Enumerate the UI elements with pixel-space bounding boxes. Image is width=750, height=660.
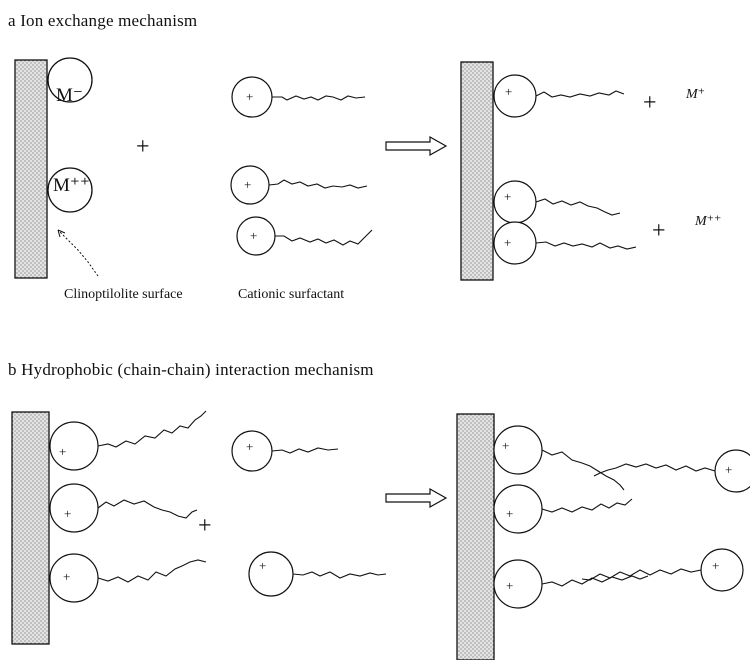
surfactant-head-charge: + [259, 558, 266, 573]
clinoptilolite-surface-right-b [456, 413, 495, 660]
label-clinoptilolite-surface: Clinoptilolite surface [64, 287, 183, 302]
ion-m-minus-label: M⁻ [56, 85, 83, 106]
surfactant-head-charge: + [63, 569, 70, 584]
surfactant-head-charge: + [506, 578, 513, 593]
surfactant-head-charge: + [64, 506, 71, 521]
surfactant-tail [292, 571, 387, 579]
surface-pointer [57, 229, 99, 277]
surfactant-tail [541, 575, 649, 587]
surfactant-b-free-1: + [231, 430, 339, 472]
clinoptilolite-surface-left-b [11, 411, 50, 645]
surfactant-b-left-3: + [49, 553, 207, 603]
surfactant-b-adsorbed-2: + [493, 484, 633, 534]
surfactant-head-charge: + [59, 444, 66, 459]
panel-a-title: a Ion exchange mechanism [8, 11, 197, 30]
product-ion-m-plus: M⁺ [685, 87, 705, 102]
surfactant-adsorbed-2: + [493, 180, 621, 224]
surfactant-b-adsorbed-3: + [493, 559, 649, 609]
surfactant-head-charge: + [504, 189, 511, 204]
surfactant-head-charge: + [725, 462, 732, 477]
surfactant-head-charge: + [246, 89, 253, 104]
reaction-arrow-a [385, 135, 448, 157]
surface-pointer-arrowhead [57, 229, 66, 238]
panel-a: a Ion exchange mechanism M⁻ M⁺⁺ + + + + [8, 11, 721, 302]
surfactant-b-free-right-2: + [581, 548, 744, 592]
surfactant-free-2: + [230, 165, 368, 205]
ion-m-minus: M⁻ [47, 57, 93, 106]
surfactant-tail [97, 559, 207, 583]
surfactant-head-charge: + [712, 558, 719, 573]
surfactant-adsorbed-3: + [493, 221, 637, 265]
surfactant-tail [275, 229, 373, 246]
panel-b-title: b Hydrophobic (chain-chain) interaction … [8, 360, 374, 379]
label-cationic-surfactant: Cationic surfactant [238, 287, 344, 302]
surfactant-adsorbed-1: + [493, 74, 625, 118]
clinoptilolite-surface-left [14, 59, 48, 279]
surfactant-head-charge: + [506, 506, 513, 521]
panel-b: b Hydrophobic (chain-chain) interaction … [8, 360, 750, 660]
surfactant-b-left-2: + [49, 483, 198, 533]
surfactant-tail [271, 447, 339, 454]
surfactant-free-1: + [231, 76, 366, 118]
ion-m-plusplus-label: M⁺⁺ [53, 175, 90, 196]
product-ion-m-plusplus: M⁺⁺ [694, 214, 721, 229]
surfactant-tail [541, 498, 633, 513]
product-plus-2: + [652, 218, 666, 244]
surfactant-tail [97, 499, 198, 519]
surfactant-free-3: + [236, 216, 373, 256]
surfactant-head-charge: + [250, 228, 257, 243]
reaction-plus-a: + [136, 134, 150, 160]
surfactant-tail [97, 410, 207, 448]
surfactant-b-free-2: + [248, 551, 387, 597]
surfactant-head-charge: + [504, 235, 511, 250]
surfactant-tail [593, 463, 716, 477]
reaction-plus-b: + [198, 513, 212, 539]
surfactant-head-charge: + [502, 438, 509, 453]
surfactant-tail [535, 198, 621, 216]
surfactant-tail [268, 179, 368, 189]
surfactant-head-charge: + [246, 439, 253, 454]
surfactant-b-adsorbed-1: + [493, 425, 625, 491]
surfactant-tail [581, 568, 702, 581]
surfactant-tail [535, 241, 637, 250]
surfactant-head-charge: + [244, 177, 251, 192]
surfactant-tail [541, 449, 625, 491]
reaction-arrow-b [385, 487, 448, 509]
surfactant-b-free-right-1: + [593, 449, 750, 493]
surfactant-head-charge: + [505, 84, 512, 99]
ion-m-plusplus: M⁺⁺ [47, 167, 93, 213]
product-plus-1: + [643, 90, 657, 116]
surfactant-tail [535, 90, 625, 98]
surfactant-tail [272, 95, 366, 101]
surfactant-b-left-1: + [49, 410, 207, 471]
clinoptilolite-surface-right [460, 61, 494, 281]
